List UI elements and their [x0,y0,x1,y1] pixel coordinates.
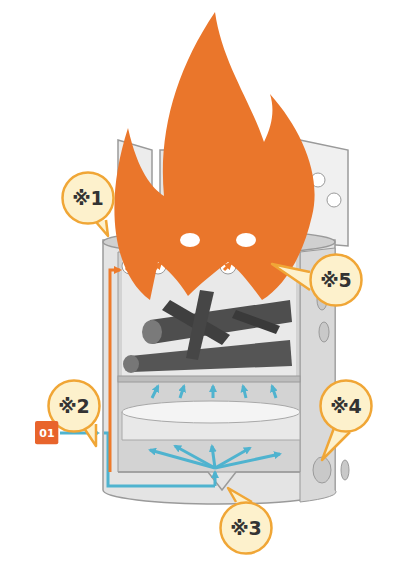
callout-bubble: ※5 [309,253,363,307]
callout-number: ※1 [72,187,104,209]
callout-bubble: ※4 [319,379,373,433]
callout-number: ※4 [330,395,362,417]
callout-number: ※3 [230,517,262,539]
callout-bubble: ※3 [219,501,273,555]
callout-number: ※5 [320,269,352,291]
callout-bubble: ※1 [61,171,115,225]
step-badge: 01 [35,421,58,444]
step-number: 01 [39,427,54,440]
callout-number: ※2 [58,395,90,417]
